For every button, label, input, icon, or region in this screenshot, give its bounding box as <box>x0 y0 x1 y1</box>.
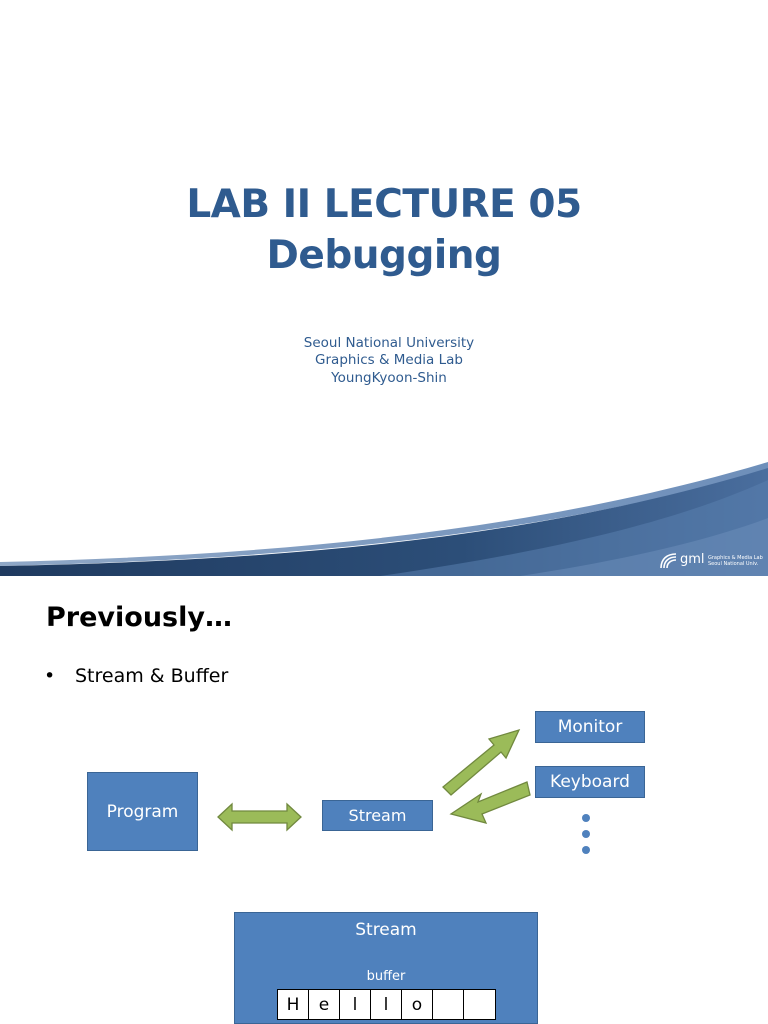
keyboard-box: Keyboard <box>535 766 645 798</box>
ellipsis-dot-icon <box>582 846 590 854</box>
logo-text: gml <box>680 552 705 567</box>
subtitle-author: YoungKyoon-Shin <box>331 370 447 386</box>
ellipsis-dot-icon <box>582 814 590 822</box>
buffer-cell <box>464 990 495 1019</box>
decorative-swoosh <box>0 462 768 576</box>
subtitle-lab: Graphics & Media Lab <box>315 352 463 368</box>
gml-logo-mark-icon <box>660 553 677 569</box>
logo-subtext-line-2: Seoul National Univ. <box>708 561 759 567</box>
diagram-arrows <box>217 728 590 854</box>
bullet-text: Stream & Buffer <box>75 665 229 687</box>
buffer-cell: H <box>278 990 309 1019</box>
buffer-label: buffer <box>366 969 406 984</box>
buffer-cell: o <box>402 990 433 1019</box>
buffer-cell <box>433 990 464 1019</box>
arrow-to-monitor-icon <box>442 728 521 796</box>
ellipsis-dot-icon <box>582 830 590 838</box>
subtitle-university: Seoul National University <box>303 335 475 351</box>
logo-subtext-line-1: Graphics & Media Lab <box>708 555 763 561</box>
double-arrow-icon <box>217 802 302 832</box>
buffer-cells: H e l l o <box>277 989 496 1020</box>
arrow-from-keyboard-icon <box>449 781 531 824</box>
bullet-marker: • <box>44 665 56 687</box>
slide-title-line-2: Debugging <box>266 233 502 278</box>
buffer-cell: e <box>309 990 340 1019</box>
buffer-cell: l <box>340 990 371 1019</box>
previously-slide: Previously… • Stream & Buffer Program St… <box>0 576 768 1024</box>
slide-title-line-1: LAB II LECTURE 05 <box>186 182 582 227</box>
gml-logo: gml Graphics & Media Lab Seoul National … <box>656 548 768 572</box>
stream-box: Stream <box>322 800 433 831</box>
program-box: Program <box>87 772 198 851</box>
slide-heading: Previously… <box>46 602 232 633</box>
title-slide: LAB II LECTURE 05 Debugging Seoul Nation… <box>0 182 768 576</box>
stream-buffer-box: Stream buffer H e l l o <box>234 912 538 1024</box>
stream-buffer-title: Stream <box>355 920 417 940</box>
monitor-box: Monitor <box>535 711 645 743</box>
buffer-cell: l <box>371 990 402 1019</box>
